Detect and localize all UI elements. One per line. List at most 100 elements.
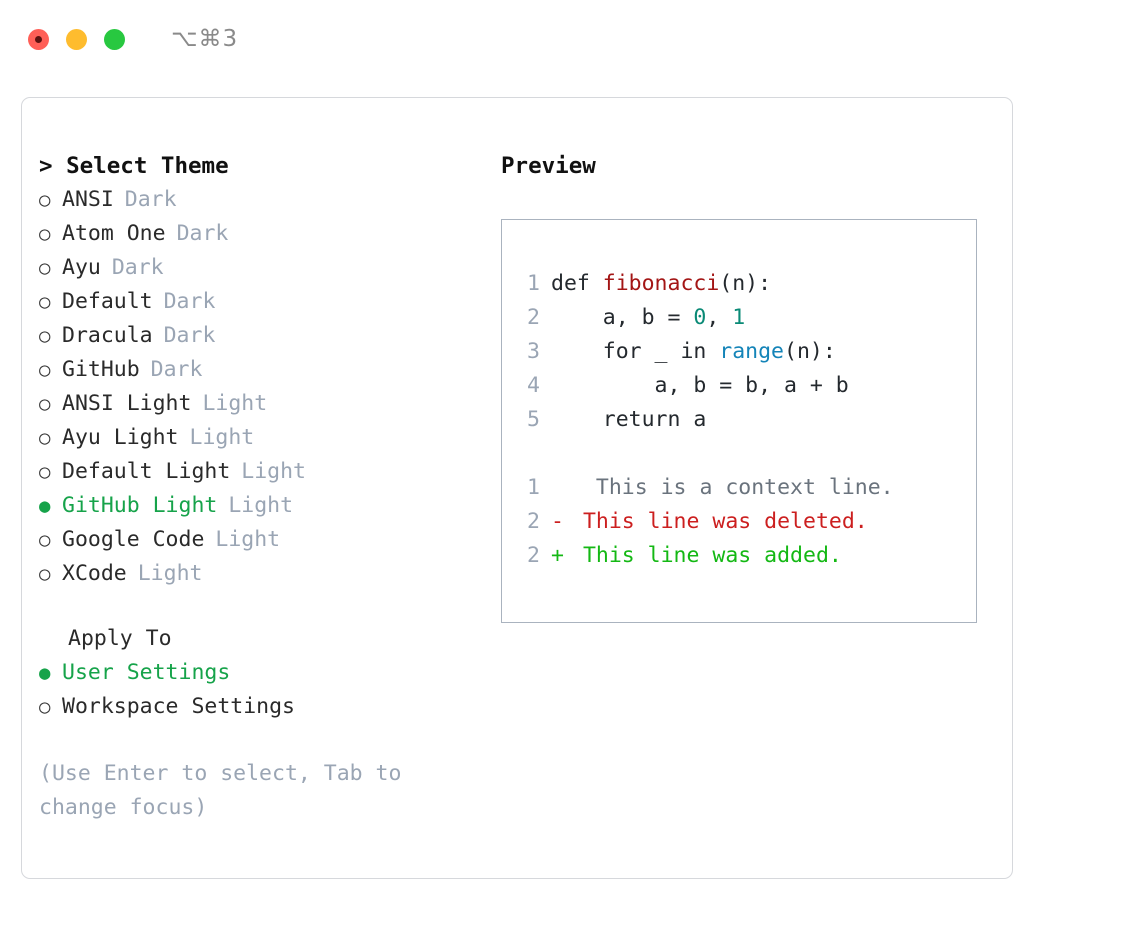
radio-unselected-icon: ○	[39, 529, 51, 551]
keyboard-hint-text: (Use Enter to select, Tab to change focu…	[39, 761, 402, 820]
code-token-plain: for _ in	[551, 339, 720, 364]
code-token-plain: (n):	[784, 339, 836, 364]
code-line: 5 return a	[514, 403, 970, 437]
radio-unselected-icon: ○	[39, 291, 51, 313]
code-line-text: a, b = 0, 1	[551, 301, 745, 335]
apply-to-list[interactable]: ●User Settings○Workspace Settings	[39, 656, 479, 724]
code-line-text: return a	[551, 403, 707, 437]
code-line-text: for _ in range(n):	[551, 335, 836, 369]
code-line-text: a, b = b, a + b	[551, 369, 849, 403]
theme-name-label: Dracula	[62, 323, 153, 348]
code-line: 1 def fibonacci(n):	[514, 267, 970, 301]
code-token-plain: a, b =	[551, 305, 694, 330]
apply-to-option[interactable]: ○Workspace Settings	[39, 690, 479, 724]
theme-kind-label: Light	[189, 425, 255, 450]
theme-kind-label: Dark	[150, 357, 203, 382]
theme-list-item[interactable]: ○ Default Dark	[39, 285, 479, 319]
theme-name-label: Ayu	[62, 255, 101, 280]
close-window-button[interactable]	[28, 28, 49, 50]
theme-kind-label: Dark	[163, 323, 216, 348]
traffic-light-group	[28, 28, 125, 50]
apply-to-option[interactable]: ●User Settings	[39, 656, 479, 690]
code-token-call: range	[719, 339, 785, 364]
line-number: 2	[527, 509, 540, 534]
line-number: 1	[527, 271, 540, 296]
line-number: 5	[527, 407, 540, 432]
minimize-window-button[interactable]	[66, 28, 87, 50]
keyboard-shortcut-label: ⌥⌘3	[171, 26, 239, 52]
window-titlebar: ⌥⌘3	[0, 0, 1140, 78]
diff-sign: -	[551, 509, 564, 534]
apply-to-label: Apply To	[68, 626, 172, 651]
diff-line-context: 1 This is a context line.	[514, 471, 970, 505]
line-number: 1	[527, 475, 540, 500]
code-token-plain: def	[551, 271, 603, 296]
theme-kind-label: Light	[228, 493, 294, 518]
radio-unselected-icon: ○	[39, 359, 51, 381]
diff-sample: 1 This is a context line.2- This line wa…	[514, 471, 970, 573]
theme-kind-label: Light	[202, 391, 268, 416]
theme-name-label: ANSI	[62, 187, 114, 212]
theme-name-label: Default Light	[62, 459, 231, 484]
theme-name-label: ANSI Light	[62, 391, 192, 416]
code-token-plain: ,	[706, 305, 733, 330]
theme-kind-label: Dark	[176, 221, 229, 246]
theme-list-item[interactable]: ○ Google Code Light	[39, 523, 479, 557]
preview-heading: Preview	[501, 153, 596, 179]
theme-list-item[interactable]: ○ ANSI Dark	[39, 183, 479, 217]
code-token-plain: a, b = b, a + b	[551, 373, 849, 398]
theme-name-label: GitHub	[62, 357, 140, 382]
theme-list-item[interactable]: ○ Dracula Dark	[39, 319, 479, 353]
theme-kind-label: Light	[137, 561, 203, 586]
select-theme-heading: > Select Theme	[39, 153, 229, 179]
code-line: 4 a, b = b, a + b	[514, 369, 970, 403]
apply-to-option-label: User Settings	[62, 660, 231, 685]
theme-kind-label: Dark	[163, 289, 216, 314]
code-token-plain: (n):	[719, 271, 772, 296]
radio-unselected-icon: ○	[39, 427, 51, 449]
theme-name-label: GitHub Light	[62, 493, 218, 518]
code-token-num: 1	[732, 305, 746, 330]
code-line-text: def fibonacci(n):	[551, 267, 771, 301]
code-line: 3 for _ in range(n):	[514, 335, 970, 369]
diff-line-del: 2- This line was deleted.	[514, 505, 970, 539]
line-number: 3	[527, 339, 540, 364]
theme-list-item[interactable]: ○ GitHub Dark	[39, 353, 479, 387]
radio-unselected-icon: ○	[39, 393, 51, 415]
diff-line-text: This is a context line.	[570, 475, 894, 500]
diff-line-text: This line was deleted.	[570, 509, 868, 534]
code-token-func: fibonacci	[602, 271, 720, 296]
radio-unselected-icon: ○	[39, 189, 51, 211]
radio-selected-icon: ●	[39, 495, 51, 517]
apply-to-group: Apply To ●User Settings○Workspace Settin…	[39, 622, 479, 724]
theme-kind-label: Light	[241, 459, 307, 484]
radio-unselected-icon: ○	[39, 325, 51, 347]
theme-name-label: Atom One	[62, 221, 166, 246]
theme-kind-label: Dark	[124, 187, 177, 212]
diff-sign	[551, 471, 570, 505]
theme-list-item[interactable]: ○ ANSI Light Light	[39, 387, 479, 421]
theme-kind-label: Light	[215, 527, 281, 552]
diff-line-text: This line was added.	[570, 543, 842, 568]
maximize-window-button[interactable]	[104, 28, 125, 50]
radio-unselected-icon: ○	[39, 696, 51, 718]
theme-name-label: Default	[62, 289, 153, 314]
radio-unselected-icon: ○	[39, 257, 51, 279]
theme-list-item[interactable]: ● GitHub Light Light	[39, 489, 479, 523]
code-line: 2 a, b = 0, 1	[514, 301, 970, 335]
radio-unselected-icon: ○	[39, 563, 51, 585]
theme-name-label: Google Code	[62, 527, 205, 552]
